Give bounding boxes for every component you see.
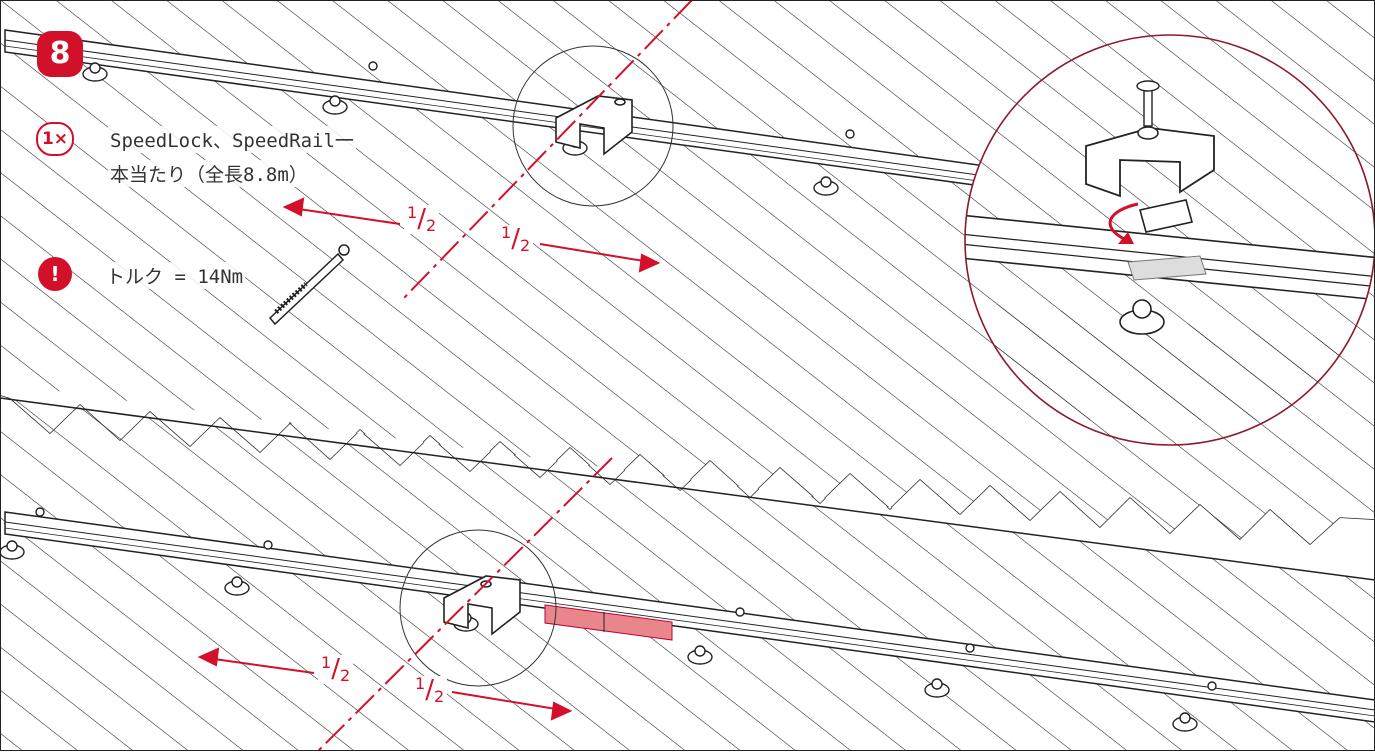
upper-speedlock-clamp [555, 95, 633, 156]
lower-center-line [317, 457, 613, 752]
step-number-badge: 8 [37, 31, 83, 77]
half-label-upper-left: 1/2 [404, 205, 440, 234]
screw-icon [1136, 80, 1160, 127]
warning-badge: ! [38, 257, 72, 291]
half-label-upper-right: 1/2 [498, 225, 534, 254]
half-label-lower-left: 1/2 [318, 655, 354, 684]
torque-text: トルク = 14Nm [104, 262, 246, 289]
upper-center-line [401, 0, 693, 301]
rail-splice-highlight [544, 604, 673, 641]
zoom-detail [964, 34, 1375, 446]
quantity-text-line2: 本当たり（全長8.8m） [108, 160, 310, 187]
upper-detail-circle [512, 45, 674, 207]
half-label-lower-right: 1/2 [412, 676, 448, 705]
rotate-arrow-icon [1108, 202, 1139, 242]
half-arrows [197, 197, 661, 721]
quantity-text-line1: SpeedLock、SpeedRail一 [108, 126, 356, 153]
lower-detail-circle [399, 529, 557, 687]
lower-rail-fixings [0, 507, 1217, 732]
torque-wrench-icon [268, 244, 350, 326]
quantity-badge: 1× [36, 122, 74, 156]
clamp-bracket [1085, 127, 1215, 198]
